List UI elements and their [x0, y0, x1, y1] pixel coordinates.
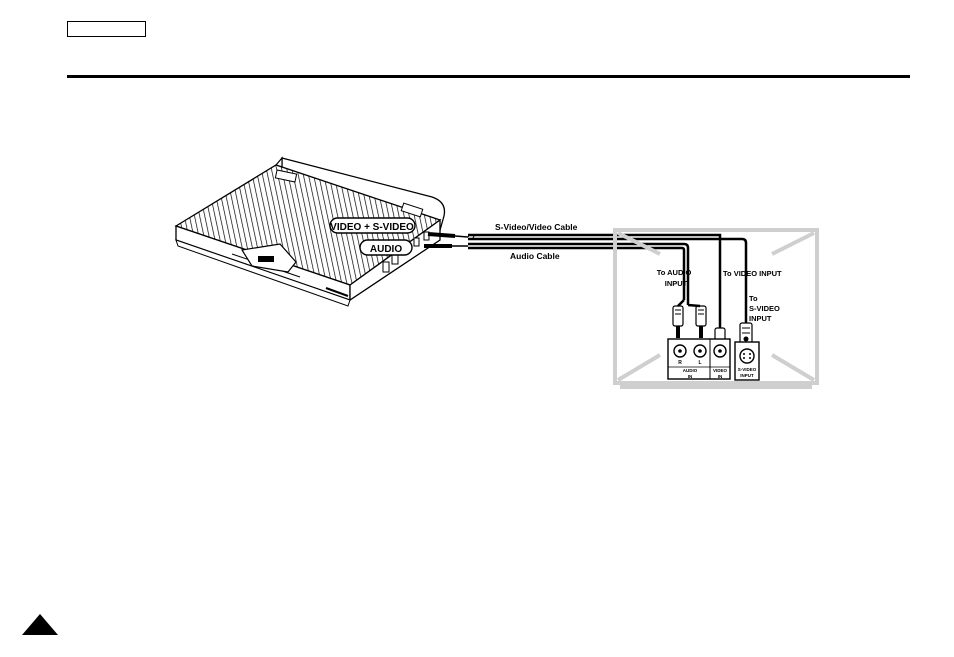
video-svideo-label-text: VIDEO + S-VIDEO — [330, 222, 414, 233]
to-svideo-text-1: To — [749, 294, 758, 303]
audio-label: AUDIO — [359, 239, 413, 256]
jack-label-svideo-input: INPUT — [740, 373, 754, 378]
jack-label-audio: AUDIO — [683, 368, 698, 373]
to-video-input-callout: To VIDEO INPUT — [723, 269, 782, 278]
to-svideo-input-callout: To S-VIDEO INPUT — [749, 294, 780, 323]
audio-plug-l — [695, 305, 707, 338]
jack-label-video: VIDEO — [713, 368, 728, 373]
to-audio-text-1: To AUDIO — [657, 268, 692, 277]
tv-back — [613, 228, 819, 389]
audio-cable — [424, 242, 690, 305]
jack-label-svideo: S-VIDEO — [738, 367, 757, 372]
jack-label-video-in: IN — [718, 374, 723, 379]
to-svideo-text-3: INPUT — [749, 314, 772, 323]
tv-jack-panel: R L AUDIO IN VIDEO IN S-VIDEO INPUT — [667, 338, 760, 381]
header-rule — [67, 75, 910, 78]
jack-label-l: L — [698, 360, 701, 366]
to-audio-input-callout: To AUDIO INPUT — [657, 268, 692, 288]
page-marker-triangle — [22, 614, 58, 635]
audio-cable-label: Audio Cable — [510, 251, 560, 261]
video-svideo-label: VIDEO + S-VIDEO — [329, 217, 416, 234]
jack-label-r: R — [678, 360, 682, 366]
audio-plug-r — [672, 305, 684, 338]
to-audio-text-2: INPUT — [665, 279, 688, 288]
audio-label-text: AUDIO — [370, 244, 402, 255]
jack-label-audio-in: IN — [688, 374, 693, 379]
svideo-video-cable — [427, 232, 748, 330]
svideo-video-cable-label: S-Video/Video Cable — [495, 222, 578, 232]
to-svideo-text-2: S-VIDEO — [749, 304, 780, 313]
section-tab — [67, 21, 146, 37]
